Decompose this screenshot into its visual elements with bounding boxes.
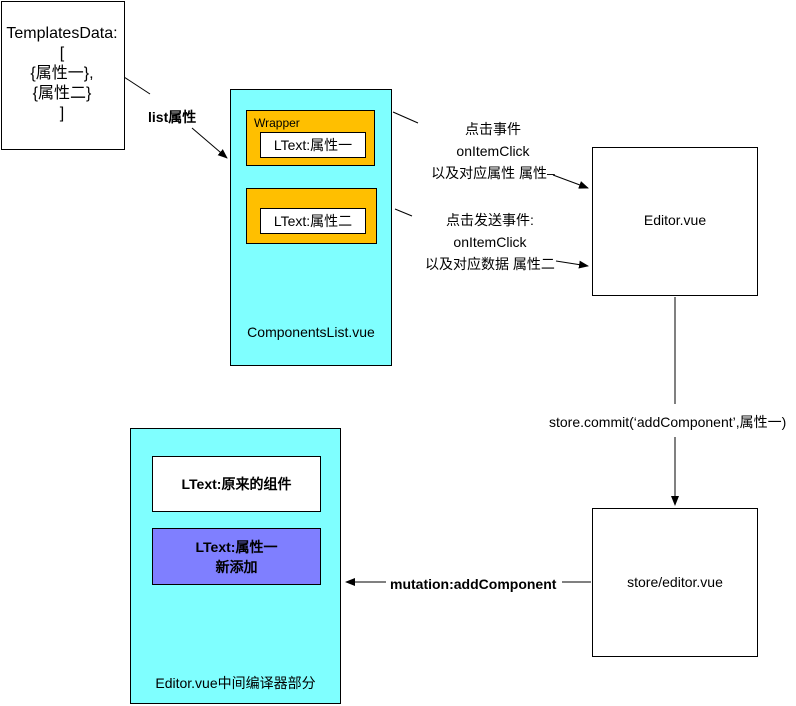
edge-click2-upper: [394, 208, 413, 217]
commit-label: store.commit(‘addComponent’,属性一): [549, 414, 787, 430]
original-component[interactable]: LText:原来的组件: [152, 456, 321, 512]
templates-line-4: {属性二}: [32, 85, 92, 102]
new-component-line-2: 新添加: [215, 558, 258, 575]
click-event-label-2: 点击发送事件: onItemClick 以及对应数据 属性二: [410, 209, 570, 275]
editor-label: Editor.vue: [643, 212, 707, 228]
click-1-line-2: onItemClick: [456, 143, 530, 159]
new-component-line-1: LText:属性一: [195, 538, 278, 555]
editor-canvas-label: Editor.vue中间编译器部分: [155, 675, 316, 691]
ltext-item-1[interactable]: LText:属性一: [260, 132, 366, 158]
click-1-line-3: 以及对应属性 属性–: [431, 165, 555, 181]
mutation-label: mutation:addComponent: [390, 576, 557, 592]
templates-data-box: [1, 1, 125, 150]
click-event-label-1: 点击事件 onItemClick 以及对应属性 属性–: [418, 118, 568, 184]
templates-line-2: [: [59, 45, 65, 62]
edge-click1-upper: [392, 111, 419, 124]
wrapper-label: Wrapper: [254, 116, 300, 130]
click-1-line-1: 点击事件: [465, 121, 521, 137]
components-list-label: ComponentsList.vue: [247, 324, 375, 340]
templates-data-text: TemplatesData: [ {属性一}, {属性二} ]: [0, 24, 124, 124]
click-2-line-3: 以及对应数据 属性二: [425, 256, 555, 272]
click-2-line-2: onItemClick: [453, 234, 527, 250]
ltext-item-2[interactable]: LText:属性二: [260, 208, 366, 234]
editor-box: [592, 147, 758, 296]
store-box: [592, 508, 758, 657]
store-label: store/editor.vue: [627, 574, 723, 590]
list-attr-label: list属性: [148, 109, 197, 125]
edge-click2-arrow: [555, 260, 589, 269]
templates-line-5: ]: [59, 105, 65, 122]
edge-templates-to-list-upper: [123, 76, 151, 95]
templates-line-3: {属性一},: [30, 65, 94, 82]
edge-templates-to-list-arrow: [191, 127, 228, 159]
new-component[interactable]: LText:属性一 新添加: [152, 528, 321, 585]
click-2-line-1: 点击发送事件:: [446, 212, 534, 228]
templates-line-1: TemplatesData:: [6, 25, 118, 42]
edge-click1-arrow: [552, 174, 589, 189]
